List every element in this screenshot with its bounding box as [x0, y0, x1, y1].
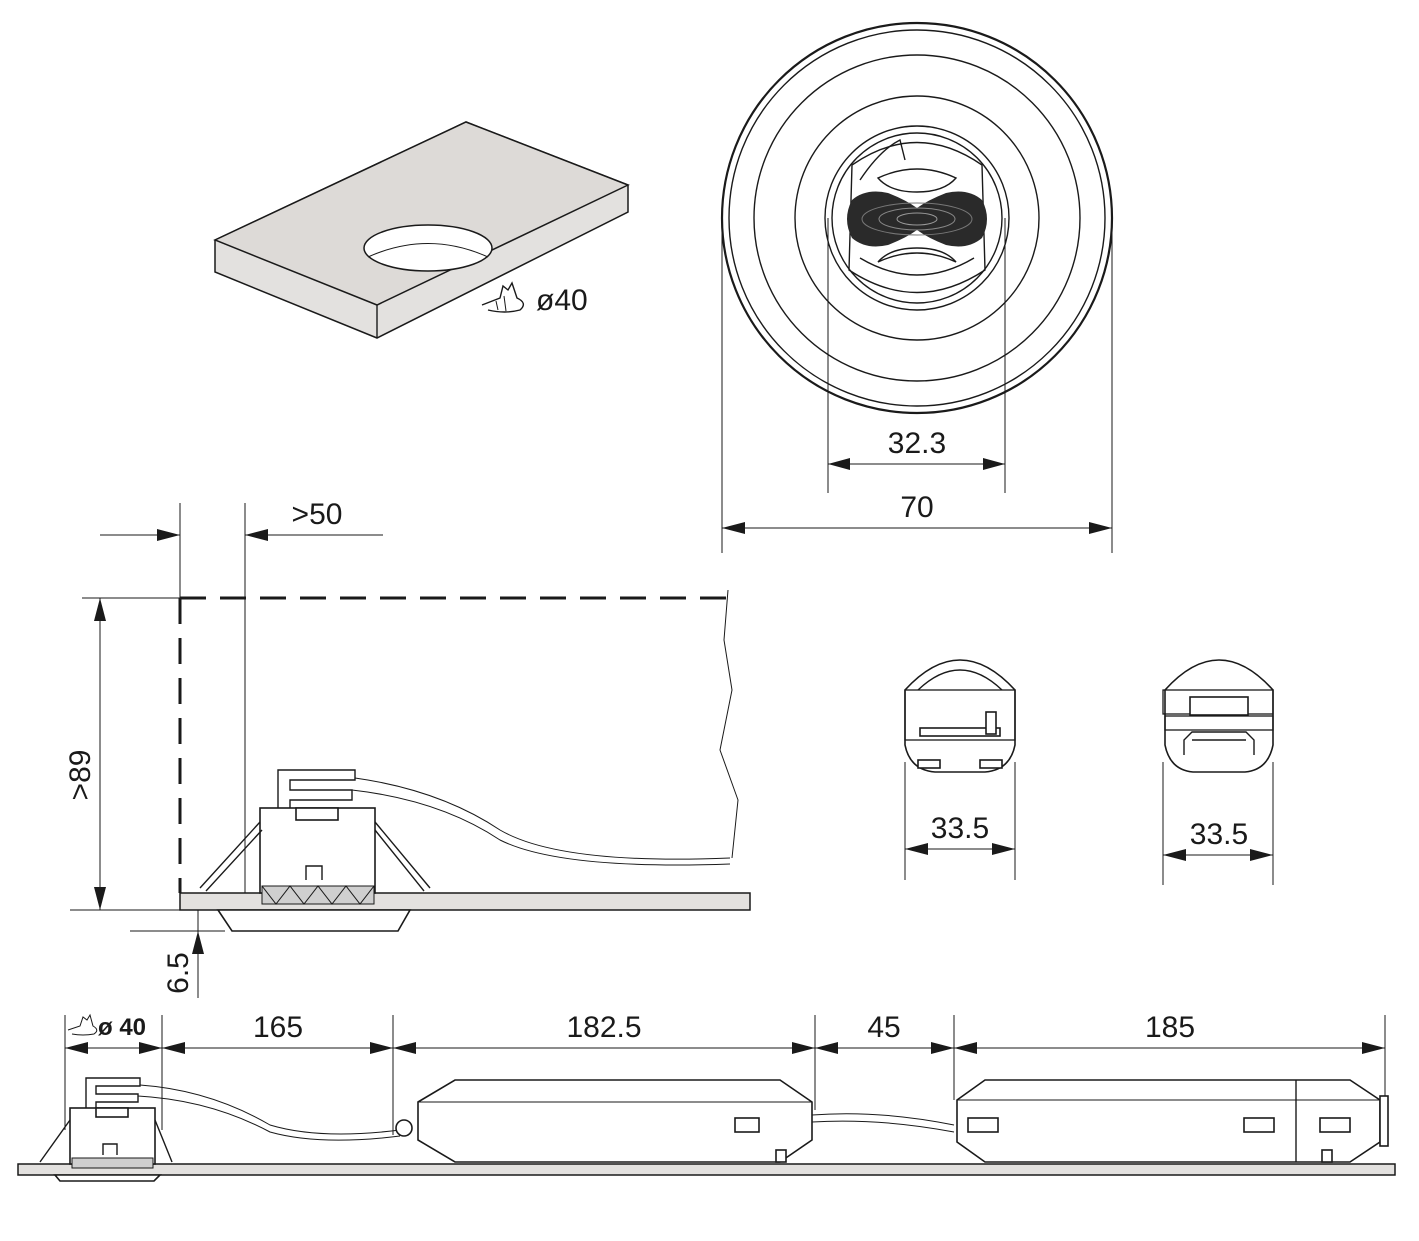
spring-clip-right — [374, 821, 431, 889]
sensor-top-view: 32.3 70 — [720, 21, 1114, 553]
dim-side-width-left: 33.5 — [931, 812, 989, 845]
drill-symbol-icon — [481, 281, 525, 313]
dim-side-width-right: 33.5 — [1190, 818, 1248, 851]
layout-panel — [17, 1163, 1396, 1176]
installation-section-view: >50 >89 6.5 — [64, 498, 751, 998]
upper-tab — [859, 138, 906, 181]
spring-clip-left — [199, 821, 261, 889]
layout-hole-label: ø 40 — [98, 1014, 146, 1041]
inner-ring — [824, 125, 1010, 311]
panel-hole — [363, 224, 493, 272]
lower-vent — [877, 247, 957, 263]
dim-distance-4: 185 — [1145, 1011, 1195, 1044]
layout-sensor — [39, 1077, 401, 1182]
panel-hole-label: ø40 — [536, 284, 588, 317]
sensor-grille — [261, 885, 375, 905]
inter-unit-cable — [811, 1113, 955, 1126]
installation-layout-row: ø 40 165 182.5 45 185 — [17, 1011, 1396, 1182]
break-line — [719, 589, 739, 859]
upper-vent — [876, 168, 958, 193]
driver-unit-1 — [395, 1079, 955, 1163]
inner-ring-edge — [831, 132, 1003, 304]
dim-distance-2: 182.5 — [566, 1011, 641, 1044]
bezel-ring — [753, 54, 1081, 382]
lower-lip — [859, 257, 975, 276]
swivel-window — [848, 141, 986, 294]
sensor-side-view-left: 33.5 — [904, 659, 1016, 880]
layout-sensor-cable — [139, 1084, 401, 1135]
drill-symbol-icon — [67, 1013, 98, 1036]
panel-hole-inner-edge — [367, 243, 489, 258]
middle-ring — [794, 95, 1040, 341]
sensor-lens-icon — [847, 191, 987, 247]
dim-distance-1: 165 — [253, 1011, 303, 1044]
dim-protrusion: 6.5 — [162, 952, 195, 994]
dim-distance-3: 45 — [867, 1011, 900, 1044]
panel-isometric-view: ø40 — [213, 121, 630, 339]
sensor-side-view-right: 33.5 — [1162, 659, 1274, 885]
sensor-bezel — [216, 909, 412, 932]
dim-clearance: >50 — [292, 498, 343, 531]
sensor-side-section — [199, 769, 731, 932]
outer-ring-inner-edge — [728, 29, 1106, 407]
dim-inner-width: 32.3 — [888, 427, 946, 460]
dim-depth: >89 — [64, 750, 97, 801]
driver-unit-2 — [956, 1079, 1389, 1163]
sensor-cable — [354, 777, 731, 860]
panel-top-face — [213, 121, 630, 306]
cable-strain-relief — [277, 769, 356, 808]
dim-outer-width: 70 — [900, 491, 933, 524]
